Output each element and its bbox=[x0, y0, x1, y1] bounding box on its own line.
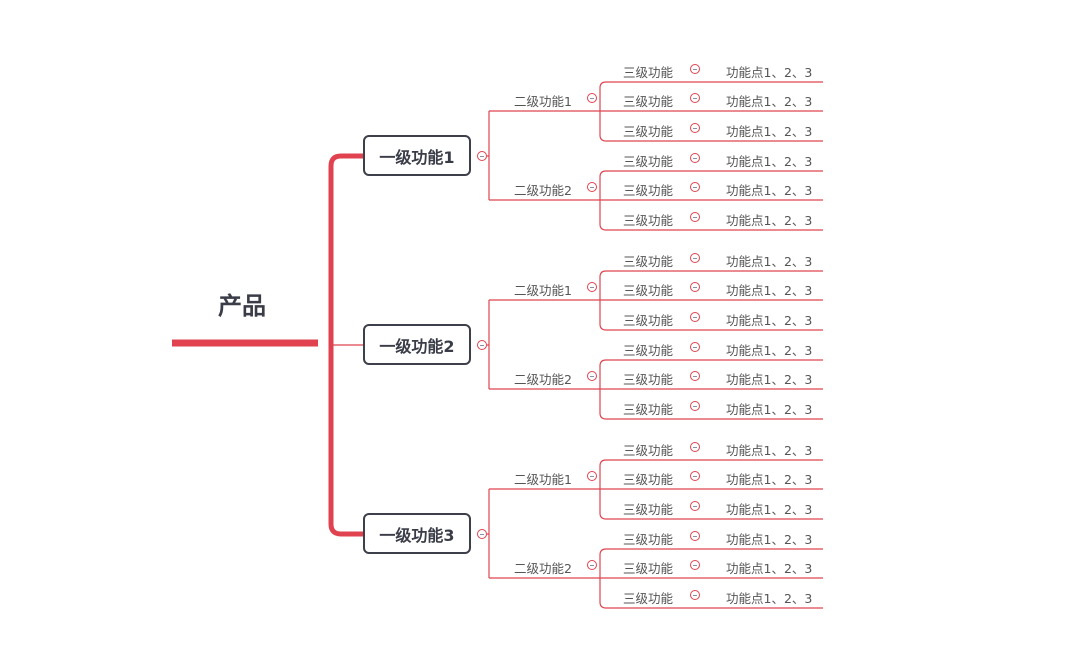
third-level-topic[interactable]: 三级功能 bbox=[623, 254, 674, 269]
feature-points[interactable]: 功能点1、2、3 bbox=[726, 183, 813, 198]
collapse-toggle-icon[interactable] bbox=[690, 182, 700, 192]
collapse-toggle-icon[interactable] bbox=[690, 212, 700, 222]
third-level-topic[interactable]: 三级功能 bbox=[623, 591, 674, 606]
collapse-toggle-icon[interactable] bbox=[690, 64, 700, 74]
collapse-toggle-icon[interactable] bbox=[587, 182, 597, 192]
feature-points[interactable]: 功能点1、2、3 bbox=[726, 372, 813, 387]
third-level-topic[interactable]: 三级功能 bbox=[623, 213, 674, 228]
trunk-connector bbox=[328, 153, 363, 537]
collapse-toggle-icon[interactable] bbox=[690, 401, 700, 411]
second-level-topic[interactable]: 二级功能1 bbox=[514, 283, 572, 298]
second-level-topic[interactable]: 二级功能1 bbox=[514, 472, 572, 487]
branch-connector bbox=[599, 170, 607, 231]
feature-points[interactable]: 功能点1、2、3 bbox=[726, 561, 813, 576]
feature-points[interactable]: 功能点1、2、3 bbox=[726, 65, 813, 80]
feature-points[interactable]: 功能点1、2、3 bbox=[726, 591, 813, 606]
third-level-topic[interactable]: 三级功能 bbox=[623, 313, 674, 328]
branch-connector bbox=[599, 548, 607, 609]
collapse-toggle-icon[interactable] bbox=[587, 282, 597, 292]
feature-points[interactable]: 功能点1、2、3 bbox=[726, 443, 813, 458]
feature-points[interactable]: 功能点1、2、3 bbox=[726, 502, 813, 517]
third-level-topic[interactable]: 三级功能 bbox=[623, 65, 674, 80]
collapse-toggle-icon[interactable] bbox=[477, 529, 487, 539]
third-level-topic[interactable]: 三级功能 bbox=[623, 402, 674, 417]
collapse-toggle-icon[interactable] bbox=[690, 442, 700, 452]
collapse-toggle-icon[interactable] bbox=[690, 371, 700, 381]
feature-points[interactable]: 功能点1、2、3 bbox=[726, 124, 813, 139]
third-level-topic[interactable]: 三级功能 bbox=[623, 532, 674, 547]
collapse-toggle-icon[interactable] bbox=[690, 531, 700, 541]
collapse-toggle-icon[interactable] bbox=[690, 471, 700, 481]
second-level-topic[interactable]: 二级功能1 bbox=[514, 94, 572, 109]
collapse-toggle-icon[interactable] bbox=[690, 93, 700, 103]
feature-points[interactable]: 功能点1、2、3 bbox=[726, 254, 813, 269]
feature-points[interactable]: 功能点1、2、3 bbox=[726, 402, 813, 417]
third-level-topic[interactable]: 三级功能 bbox=[623, 502, 674, 517]
second-level-topic[interactable]: 二级功能2 bbox=[514, 561, 572, 576]
branch-connector bbox=[599, 359, 607, 420]
feature-points[interactable]: 功能点1、2、3 bbox=[726, 472, 813, 487]
collapse-toggle-icon[interactable] bbox=[690, 282, 700, 292]
feature-points[interactable]: 功能点1、2、3 bbox=[726, 313, 813, 328]
feature-points[interactable]: 功能点1、2、3 bbox=[726, 532, 813, 547]
collapse-toggle-icon[interactable] bbox=[587, 93, 597, 103]
collapse-toggle-icon[interactable] bbox=[690, 312, 700, 322]
branch-connector bbox=[599, 459, 607, 520]
second-level-topic[interactable]: 二级功能2 bbox=[514, 183, 572, 198]
third-level-topic[interactable]: 三级功能 bbox=[623, 183, 674, 198]
collapse-toggle-icon[interactable] bbox=[587, 560, 597, 570]
collapse-toggle-icon[interactable] bbox=[477, 151, 487, 161]
first-level-topic[interactable]: 一级功能1 bbox=[363, 135, 471, 176]
third-level-topic[interactable]: 三级功能 bbox=[623, 154, 674, 169]
feature-points[interactable]: 功能点1、2、3 bbox=[726, 343, 813, 358]
collapse-toggle-icon[interactable] bbox=[587, 471, 597, 481]
feature-points[interactable]: 功能点1、2、3 bbox=[726, 94, 813, 109]
collapse-toggle-icon[interactable] bbox=[690, 153, 700, 163]
feature-points[interactable]: 功能点1、2、3 bbox=[726, 283, 813, 298]
feature-points[interactable]: 功能点1、2、3 bbox=[726, 154, 813, 169]
collapse-toggle-icon[interactable] bbox=[690, 253, 700, 263]
collapse-toggle-icon[interactable] bbox=[690, 501, 700, 511]
collapse-toggle-icon[interactable] bbox=[690, 560, 700, 570]
collapse-toggle-icon[interactable] bbox=[477, 340, 487, 350]
third-level-topic[interactable]: 三级功能 bbox=[623, 372, 674, 387]
branch-connector bbox=[599, 81, 607, 142]
first-level-topic[interactable]: 一级功能2 bbox=[363, 324, 471, 365]
root-topic[interactable]: 产品 bbox=[218, 292, 266, 320]
third-level-topic[interactable]: 三级功能 bbox=[623, 124, 674, 139]
collapse-toggle-icon[interactable] bbox=[587, 371, 597, 381]
third-level-topic[interactable]: 三级功能 bbox=[623, 283, 674, 298]
feature-points[interactable]: 功能点1、2、3 bbox=[726, 213, 813, 228]
third-level-topic[interactable]: 三级功能 bbox=[623, 94, 674, 109]
collapse-toggle-icon[interactable] bbox=[690, 342, 700, 352]
branch-connector bbox=[599, 270, 607, 331]
third-level-topic[interactable]: 三级功能 bbox=[623, 443, 674, 458]
third-level-topic[interactable]: 三级功能 bbox=[623, 472, 674, 487]
third-level-topic[interactable]: 三级功能 bbox=[623, 343, 674, 358]
first-level-topic[interactable]: 一级功能3 bbox=[363, 513, 471, 554]
collapse-toggle-icon[interactable] bbox=[690, 123, 700, 133]
second-level-topic[interactable]: 二级功能2 bbox=[514, 372, 572, 387]
third-level-topic[interactable]: 三级功能 bbox=[623, 561, 674, 576]
collapse-toggle-icon[interactable] bbox=[690, 590, 700, 600]
